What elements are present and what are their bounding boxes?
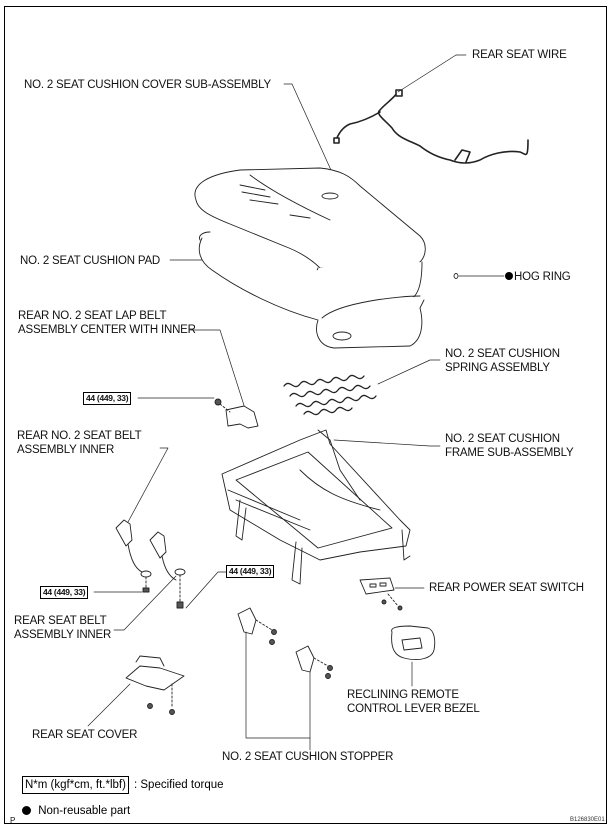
- leader-belt-inner-b: [113, 575, 177, 631]
- power-seat-switch-part: [359, 577, 403, 611]
- diagram-frame: [4, 6, 607, 824]
- belt-inner-a-part: [115, 519, 152, 593]
- belt-inner-b-part: [149, 531, 186, 609]
- label-cushion-pad: NO. 2 SEAT CUSHION PAD: [20, 255, 161, 267]
- label-hog-ring: HOG RING: [514, 271, 571, 283]
- leader-lap-belt: [189, 329, 249, 419]
- legend-torque-desc: : Specified torque: [134, 779, 224, 791]
- label-rear-seat-wire: REAR SEAT WIRE: [472, 49, 567, 61]
- lever-bezel-part: [391, 625, 436, 661]
- label-spring-line2: SPRING ASSEMBLY: [445, 362, 550, 374]
- label-lap-belt-line2: ASSEMBLY CENTER WITH INNER: [18, 324, 196, 336]
- leader-frame: [333, 439, 441, 447]
- figure-id: B126830E01: [570, 817, 605, 823]
- label-belt-inner-a-line1: REAR NO. 2 SEAT BELT: [17, 430, 142, 442]
- label-frame-line1: NO. 2 SEAT CUSHION: [445, 433, 560, 445]
- legend-non-reusable: Non-reusable part: [22, 804, 130, 818]
- legend-torque-unit: N*m (kgf*cm, ft.*lbf): [22, 776, 129, 794]
- rear-seat-cover-part: [125, 655, 185, 715]
- hog-ring-part: [453, 272, 513, 280]
- rear-seat-wire-part: [333, 89, 529, 164]
- label-stopper: NO. 2 SEAT CUSHION STOPPER: [222, 751, 394, 763]
- label-cushion-cover: NO. 2 SEAT CUSHION COVER SUB-ASSEMBLY: [24, 79, 271, 91]
- seat-cushion-pad-part: [198, 231, 425, 349]
- label-bezel-line2: CONTROL LEVER BEZEL: [347, 703, 480, 715]
- label-belt-inner-b-line2: ASSEMBLY INNER: [14, 629, 112, 641]
- label-spring-line1: NO. 2 SEAT CUSHION: [445, 348, 560, 360]
- page-marker: P: [10, 816, 16, 825]
- cushion-spring-assembly-part: [283, 374, 377, 416]
- legend-non-reusable-text: Non-reusable part: [38, 805, 131, 817]
- label-belt-inner-b-line1: REAR SEAT BELT: [14, 615, 107, 627]
- torque-spec-belt-inner-b: 44 (449, 33): [226, 565, 275, 578]
- label-lap-belt-line1: REAR NO. 2 SEAT LAP BELT: [18, 310, 167, 322]
- leader-belt-inner-a: [127, 447, 169, 523]
- label-frame-line2: FRAME SUB-ASSEMBLY: [445, 447, 574, 459]
- label-power-switch: REAR POWER SEAT SWITCH: [429, 582, 584, 594]
- leader-cushion-cover: [283, 83, 341, 191]
- torque-spec-lap-belt: 44 (449, 33): [83, 392, 132, 405]
- label-belt-inner-a-line2: ASSEMBLY INNER: [17, 444, 115, 456]
- cushion-stopper-part: [237, 607, 333, 679]
- leader-rear-seat-wire: [397, 54, 457, 93]
- lap-belt-center-part: [214, 398, 259, 429]
- label-rear-seat-cover: REAR SEAT COVER: [32, 729, 138, 741]
- cushion-frame-part: [221, 429, 411, 585]
- non-reusable-dot-icon: [505, 272, 513, 280]
- non-reusable-dot-icon: [22, 806, 31, 815]
- leader-spring: [377, 359, 441, 385]
- torque-spec-belt-inner-a: 44 (449, 33): [40, 586, 89, 599]
- label-bezel-line1: RECLINING REMOTE: [347, 689, 459, 701]
